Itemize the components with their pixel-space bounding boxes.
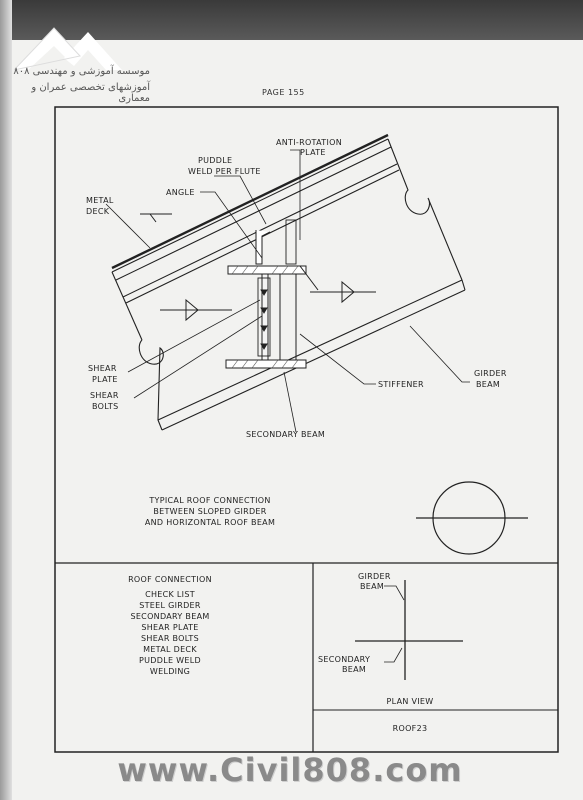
civil808-logo-icon — [14, 27, 122, 71]
plan-view-label: PLAN VIEW — [386, 697, 434, 706]
caption-line-2: BETWEEN SLOPED GIRDER — [153, 507, 267, 516]
girder-label: GIRDER — [474, 369, 507, 378]
logo-subtitle-text: آموزشهای تخصصی عمران و معماری — [31, 82, 150, 104]
anti-rotation-plate-shape — [285, 219, 297, 265]
secondary-beam-shape — [225, 265, 307, 369]
checklist-item: METAL DECK — [143, 645, 197, 654]
stiffener-label: STIFFENER — [378, 380, 424, 389]
plan-leader-girder — [384, 585, 405, 601]
caption-line-1: TYPICAL ROOF CONNECTION — [149, 496, 271, 505]
angle-label: ANGLE — [166, 188, 195, 197]
checklist-title: ROOF CONNECTION — [128, 575, 212, 584]
secondary-beam-label: SECONDARY BEAM — [246, 430, 326, 439]
plan-secondary-label: SECONDARY — [318, 655, 371, 664]
top-dark-band — [0, 0, 583, 40]
leader-lines — [105, 149, 470, 433]
page-number-label: PAGE 155 — [262, 88, 305, 97]
checklist-item: SHEAR PLATE — [141, 623, 199, 632]
checklist-item: SECONDARY BEAM — [130, 612, 210, 621]
weld-symbol — [140, 213, 172, 223]
puddle-label: PUDDLE — [198, 156, 233, 165]
caption-line-3: AND HORIZONTAL ROOF BEAM — [144, 518, 276, 527]
drawing-code-label: ROOF23 — [392, 724, 428, 733]
deck-label: DECK — [86, 207, 110, 216]
book-spine-shadow — [0, 0, 12, 800]
shear-plate-label-1: SHEAR — [88, 364, 117, 373]
checklist-item: CHECK LIST — [145, 590, 195, 599]
shear-plate-shape — [257, 277, 271, 357]
site-watermark: www.Civil808.com — [117, 751, 463, 789]
shear-plate-label-2: PLATE — [92, 375, 118, 384]
anti-rotation-plate-label: PLATE — [300, 148, 326, 157]
metal-label: METAL — [86, 196, 114, 205]
angle-shape — [255, 230, 271, 265]
shear-bolts-label-2: BOLTS — [92, 402, 119, 411]
plan-secondary-beam-label: BEAM — [342, 665, 367, 674]
girder-beam-label: BEAM — [476, 380, 501, 389]
anti-rotation-label: ANTI-ROTATION — [276, 138, 342, 147]
checklist-item: SHEAR BOLTS — [141, 634, 199, 643]
drawing-frame — [54, 106, 559, 753]
plan-leader-secondary — [384, 647, 403, 663]
plan-girder-label: GIRDER — [358, 572, 391, 581]
logo-title-text: موسسه آموزشی و مهندسی ۸۰۸ — [13, 66, 150, 77]
checklist-item: PUDDLE WELD — [139, 656, 201, 665]
section-cut-symbols — [160, 265, 376, 322]
plan-girder-beam-label: BEAM — [360, 582, 385, 591]
metal-deck-shape — [111, 133, 389, 270]
checklist-item: WELDING — [149, 667, 191, 676]
shear-bolts-label-1: SHEAR — [90, 391, 119, 400]
checklist-item: STEEL GIRDER — [139, 601, 201, 610]
girder-beam-shape — [111, 138, 466, 431]
weld-per-flute-label: WELD PER FLUTE — [188, 167, 261, 176]
